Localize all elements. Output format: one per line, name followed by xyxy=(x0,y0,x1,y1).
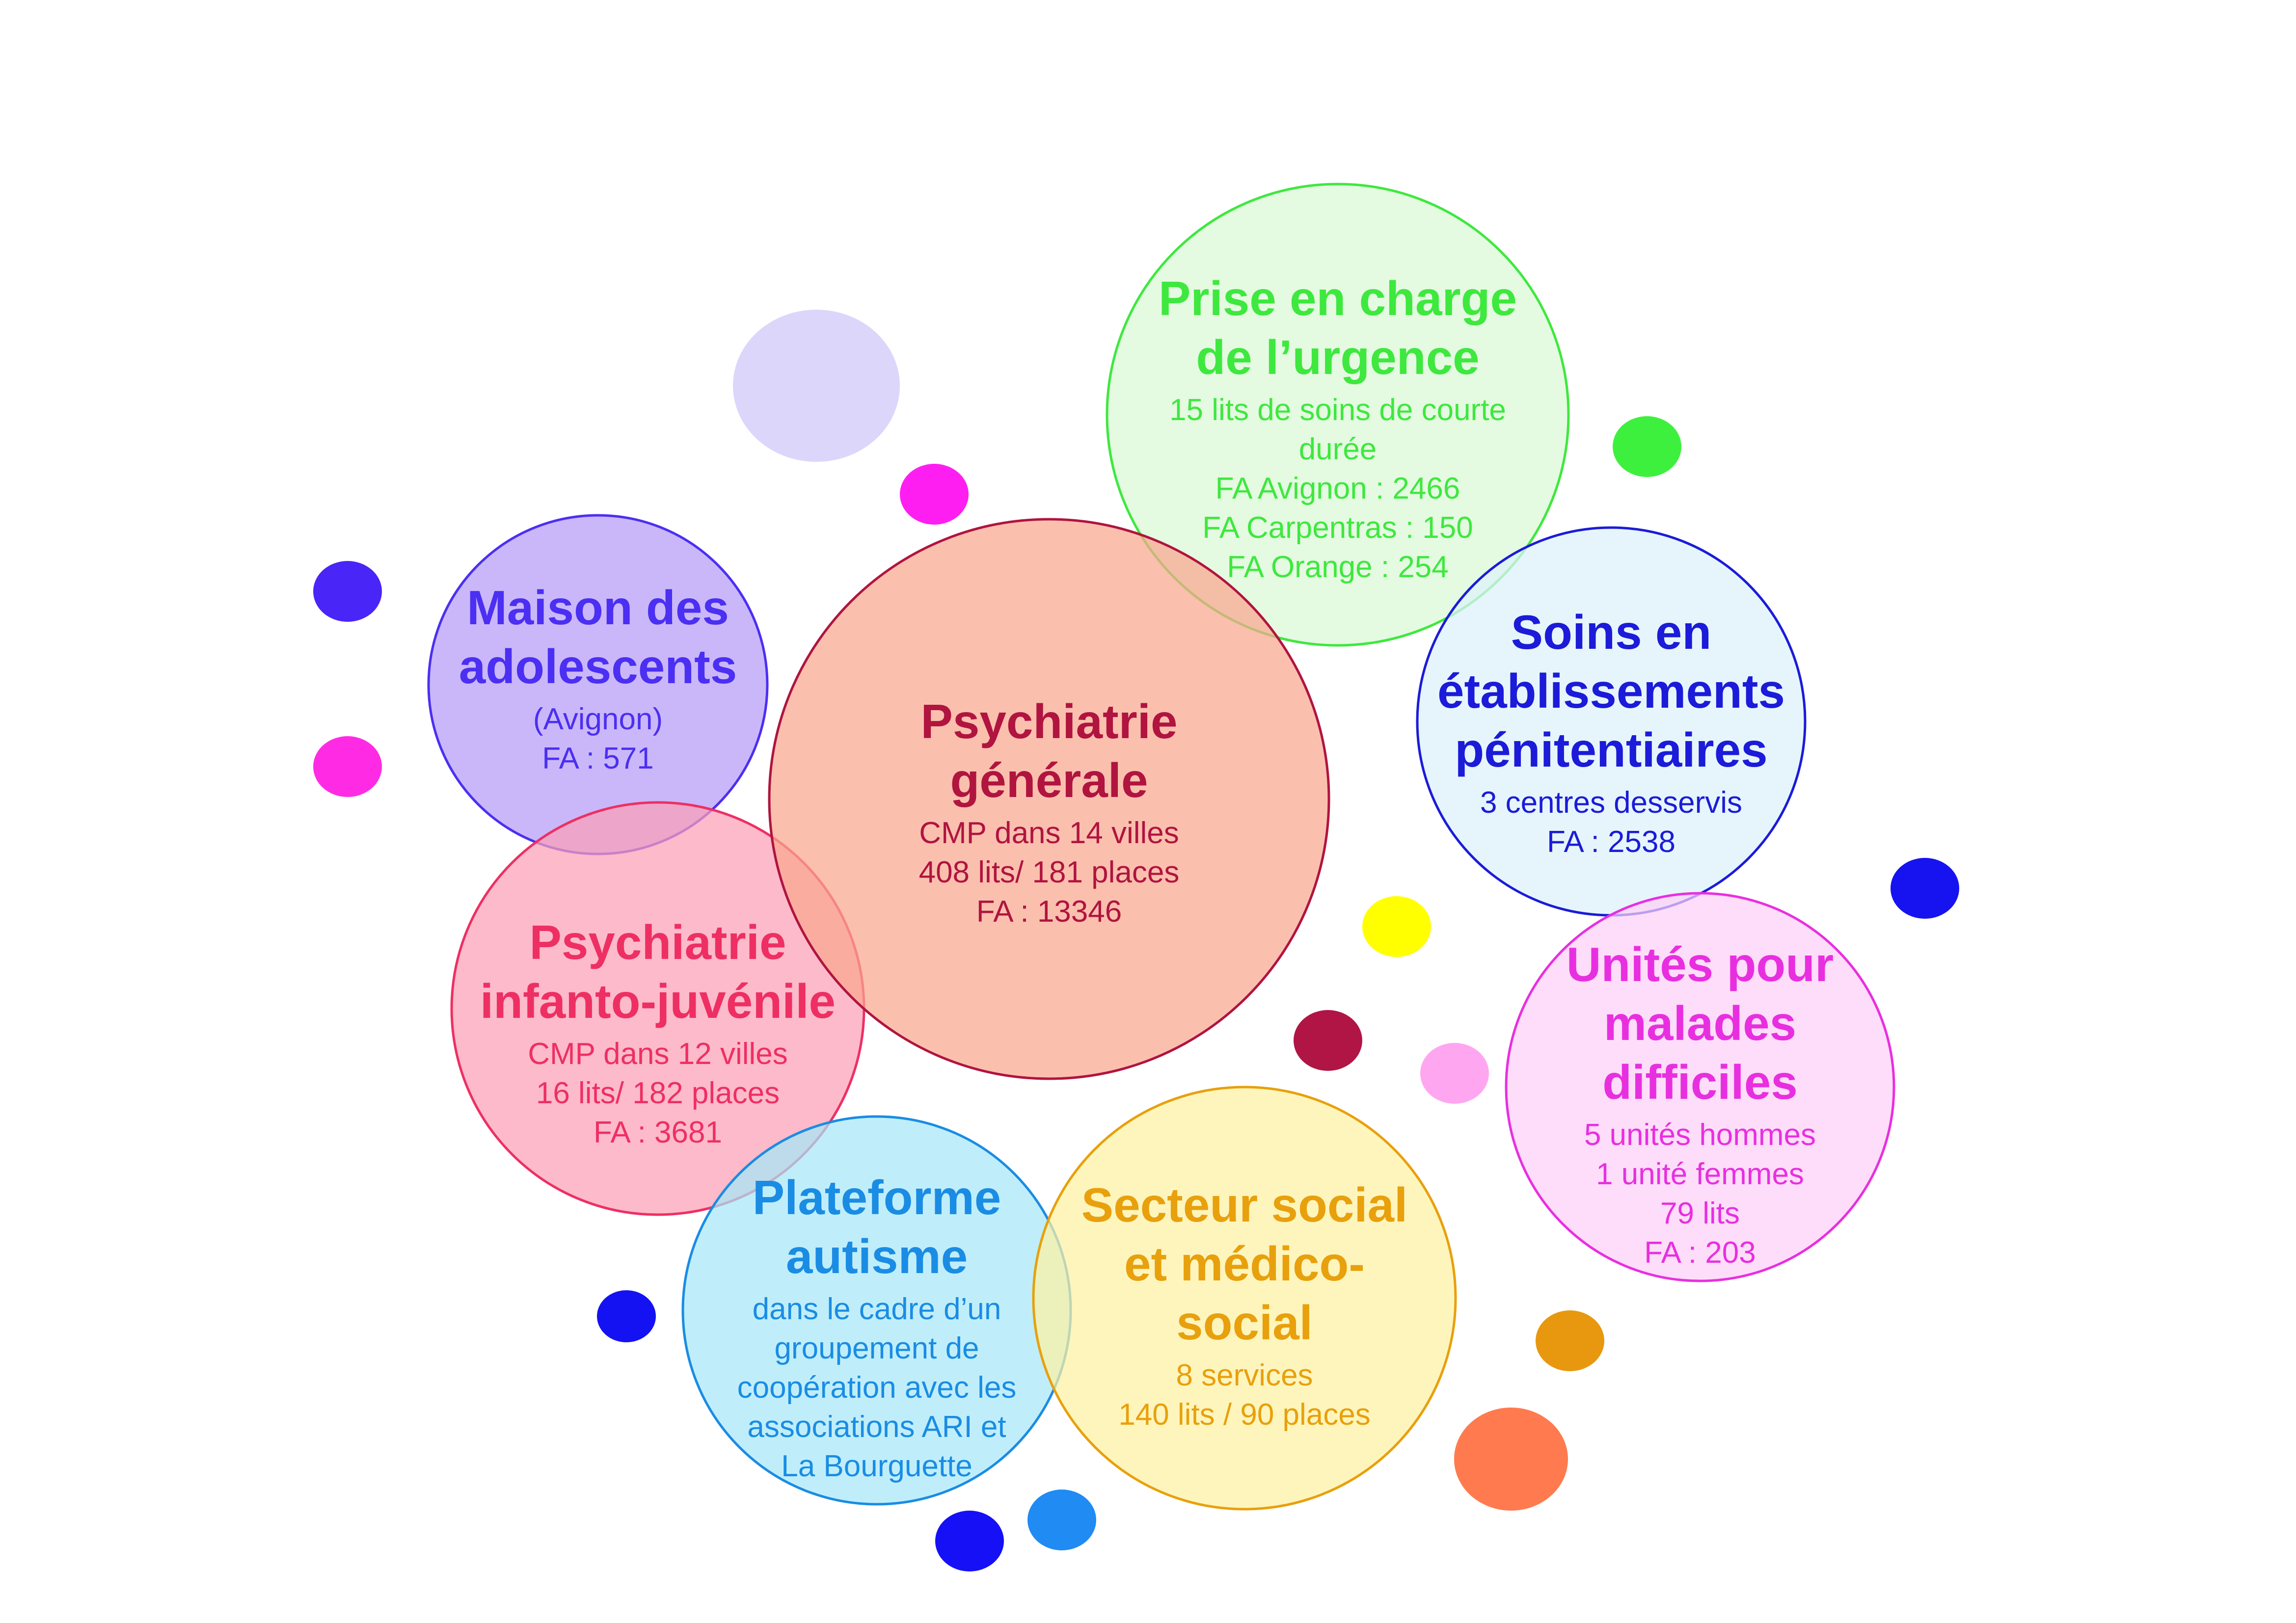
bubble-body-line: CMP dans 12 villes xyxy=(528,1037,788,1071)
bubble-title-line: social xyxy=(1176,1296,1313,1350)
bubble-body-line: FA : 2538 xyxy=(1547,825,1675,859)
dot-magenta-top xyxy=(900,464,969,525)
bubble-body-line: (Avignon) xyxy=(533,702,663,736)
bubble-title-line: malades xyxy=(1603,996,1797,1050)
dot-coral xyxy=(1454,1408,1568,1511)
bubble-body-line: FA : 203 xyxy=(1644,1236,1756,1270)
bubble-body-line: FA Carpentras : 150 xyxy=(1202,511,1473,545)
dot-blue-right xyxy=(1891,858,1959,919)
decorative-dots xyxy=(313,310,1959,1571)
bubble-title-line: autisme xyxy=(785,1229,968,1283)
bubble-body-line: CMP dans 14 villes xyxy=(919,816,1179,850)
bubble-title-line: Unités pour xyxy=(1566,937,1834,991)
bubble-body-line: dans le cadre d’un xyxy=(752,1292,1001,1326)
dot-blue-left xyxy=(313,561,382,622)
bubble-body-line: FA : 13346 xyxy=(976,895,1122,929)
bubble-title-line: pénitentiaires xyxy=(1455,723,1768,777)
bubble-body-line: FA : 571 xyxy=(542,742,654,775)
dot-crimson xyxy=(1294,1010,1362,1071)
bubble-body-line: 3 centres desservis xyxy=(1480,786,1743,820)
dot-blue-bottom xyxy=(935,1511,1004,1571)
bubble-body: 8 services 140 lits / 90 places xyxy=(1048,1356,1441,1435)
bubble-title-line: Prise en charge xyxy=(1159,271,1517,325)
dot-sky xyxy=(1027,1490,1096,1550)
bubble-title-line: de l’urgence xyxy=(1196,330,1480,384)
bubble-body: 3 centres desservis FA : 2538 xyxy=(1425,783,1798,862)
bubble-body-line: coopération avec les xyxy=(737,1371,1017,1405)
bubble-body-line: FA Orange : 254 xyxy=(1227,550,1449,584)
dot-lavender xyxy=(733,310,900,462)
bubble-circles xyxy=(427,183,1895,1511)
bubble-title-line: infanto-juvénile xyxy=(480,974,836,1028)
bubble-title-line: Secteur social xyxy=(1081,1178,1408,1232)
bubble-title-line: établissements xyxy=(1437,664,1785,718)
bubble-title-line: Maison des xyxy=(467,581,729,635)
bubble-body-line: 5 unités hommes xyxy=(1584,1118,1816,1152)
bubble-psychiatrie-generale xyxy=(768,518,1330,1080)
bubble-body-line: 1 unité femmes xyxy=(1596,1157,1804,1191)
bubble-title-line: Psychiatrie xyxy=(920,694,1178,748)
bubble-malades-difficiles xyxy=(1505,892,1895,1282)
bubble-title-line: générale xyxy=(950,753,1148,807)
dot-magenta-left xyxy=(313,736,382,797)
bubble-body: CMP dans 12 villes 16 lits/ 182 places FA … xyxy=(466,1035,849,1152)
dot-yellow xyxy=(1362,896,1431,957)
bubble-body: 5 unités hommes 1 unité femmes 79 lits FA :… xyxy=(1523,1116,1877,1273)
bubble-body-line: associations ARI et xyxy=(747,1410,1006,1444)
bubble-body-line: La Bourguette xyxy=(781,1449,972,1483)
bubble-body-line: 408 lits/ 181 places xyxy=(918,855,1180,889)
dot-pink xyxy=(1420,1043,1489,1104)
bubble-body-line: 79 lits xyxy=(1660,1197,1740,1230)
bubble-body-line: groupement de xyxy=(774,1331,979,1365)
bubble-title-line: Plateforme xyxy=(752,1171,1001,1224)
dot-orange xyxy=(1536,1310,1604,1371)
dot-blue-bottom-left xyxy=(597,1290,656,1342)
dot-green xyxy=(1613,416,1681,477)
bubble-body: 15 lits de soins de courte durée FA Avigno… xyxy=(1127,391,1549,587)
bubble-body-line: 15 lits de soins de courte xyxy=(1169,393,1506,427)
bubble-title-line: et médico- xyxy=(1124,1237,1365,1291)
bubble-title-line: adolescents xyxy=(459,639,737,693)
bubble-body: dans le cadre d’un groupement de coopérati… xyxy=(700,1290,1053,1486)
bubble-body-line: FA : 3681 xyxy=(594,1116,722,1149)
bubble-body-line: FA Avignon : 2466 xyxy=(1215,472,1460,506)
bubble-body-line: 16 lits/ 182 places xyxy=(536,1076,780,1110)
bubble-body-line: 8 services xyxy=(1176,1358,1313,1392)
bubble-title-line: Psychiatrie xyxy=(529,915,786,969)
bubble-title-line: difficiles xyxy=(1602,1055,1798,1109)
bubble-title-line: Soins en xyxy=(1511,605,1712,659)
bubble-body-line: durée xyxy=(1298,432,1377,466)
bubble-body-line: 140 lits / 90 places xyxy=(1118,1398,1371,1432)
bubble-medico-social xyxy=(1032,1086,1457,1511)
bubble-body: (Avignon) FA : 571 xyxy=(441,700,755,778)
bubble-urgence xyxy=(1106,183,1570,647)
